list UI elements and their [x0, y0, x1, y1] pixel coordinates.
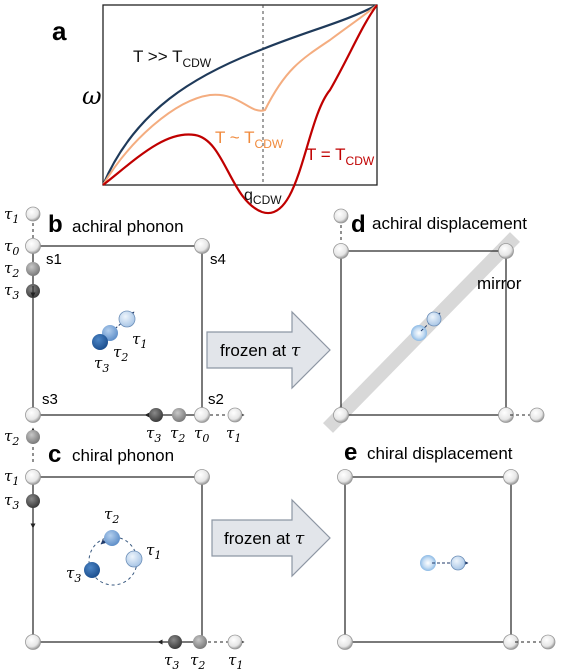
panel-c-letter: c: [48, 441, 61, 468]
s3-atom: [25, 407, 41, 423]
c-bottom-tau1-atom: [227, 634, 243, 650]
panel-b-square: [32, 245, 203, 416]
c-bottom-left-atom: [25, 634, 41, 650]
d-top-right-atom: [498, 243, 514, 259]
d-bottom-right-atom: [498, 407, 514, 423]
s1-tau1-label: τ1: [4, 205, 19, 226]
c-left-tau2-label: τ2: [4, 427, 19, 448]
panel-a-letter: a: [52, 16, 67, 46]
frozen-arrow-top-shape: [206, 310, 331, 390]
e-center-atom: [420, 555, 436, 571]
c-center-tau2-label: τ2: [104, 505, 119, 526]
curve-high-label: T >> TCDW: [133, 47, 212, 70]
panel-e-square: [344, 476, 512, 643]
c-center-tau1-atom: [125, 550, 143, 568]
c-center-tau2-atom: [104, 530, 120, 546]
frozen-arrow-top-label: frozen at τ: [220, 341, 301, 361]
center-tau3-label: τ3: [94, 354, 109, 375]
c-bottom-tau3-label: τ3: [164, 651, 179, 672]
s2-tau0-label: τ0: [194, 424, 209, 445]
s4-atom: [194, 238, 210, 254]
curve-high-temperature: [101, 4, 378, 186]
s2-tau1-label: τ1: [226, 424, 241, 445]
e-center-displaced-atom: [450, 555, 466, 571]
c-center-tau3-atom: [84, 562, 100, 578]
panel-c-square: [32, 476, 203, 643]
e-bottom-right-displaced-atom: [540, 634, 556, 650]
c-bottom-tau3-atom: [168, 635, 182, 649]
s1-tau2-atom: [26, 262, 40, 276]
panel-c-title: chiral phonon: [72, 446, 174, 465]
panel-b-letter: b: [48, 211, 63, 238]
c-bottom-tau2-label: τ2: [190, 651, 205, 672]
d-bottom-left-atom: [333, 407, 349, 423]
s2-tau2-label: τ2: [170, 424, 185, 445]
c-center-tau1-label: τ1: [146, 541, 161, 562]
panel-e: e chiral displacement: [337, 439, 556, 650]
center-tau3-atom: [92, 334, 108, 350]
c-left-tau3-label: τ3: [4, 491, 19, 512]
curve-near-temperature: [102, 4, 378, 186]
s1-tau3-label: τ3: [4, 281, 19, 302]
curve-transition-temperature: [102, 4, 378, 215]
s2-tau2-atom: [172, 408, 186, 422]
c-left-tau2-atom: [26, 430, 40, 444]
d-center-displaced-atom: [426, 311, 442, 327]
panel-c: c chiral phonon τ2 τ1 τ3 τ2 τ1 τ3 τ3 τ2 …: [4, 427, 245, 672]
center-tau2-label: τ2: [113, 343, 128, 364]
site-s4-label: s4: [210, 251, 226, 268]
c-top-right-atom: [194, 469, 210, 485]
c-center-tau3-label: τ3: [66, 564, 81, 585]
d-top-left-displaced-atom: [333, 208, 349, 224]
site-s1-label: s1: [46, 251, 62, 268]
omega-axis-label: ω: [82, 82, 102, 110]
center-tau1-label: τ1: [132, 330, 147, 351]
panel-d-square: [340, 250, 507, 416]
qcdw-label: qCDW: [244, 187, 282, 207]
curve-mid-label: T ~ TCDW: [215, 128, 284, 151]
frozen-arrow-bottom-label: frozen at τ: [224, 529, 305, 549]
e-top-right-atom: [503, 469, 519, 485]
c-bottom-tau2-atom: [193, 635, 207, 649]
frozen-arrow-bottom-shape: [211, 498, 331, 578]
d-top-left-atom: [333, 243, 349, 259]
mirror-label: mirror: [477, 274, 522, 293]
s1-tau0-label: τ0: [4, 237, 19, 258]
s2-tau3-label: τ3: [146, 424, 161, 445]
e-top-left-atom: [337, 469, 353, 485]
panel-d-title: achiral displacement: [372, 214, 527, 233]
panel-e-letter: e: [344, 439, 357, 466]
center-tau1-atom: [118, 310, 136, 328]
c-left-tau3-atom: [26, 494, 40, 508]
s1-tau1-atom: [25, 206, 41, 222]
s2-tau1-atom: [227, 407, 243, 423]
panel-b: b achiral phonon s1 s4 s3 s2 τ1 τ0 τ2 τ3…: [4, 205, 245, 445]
panel-e-title: chiral displacement: [367, 444, 513, 463]
c-left-tau1-label: τ1: [4, 467, 19, 488]
c-left-tau1-atom: [25, 469, 41, 485]
frozen-arrow-bottom: frozen at τ: [211, 498, 331, 578]
d-bottom-right-displaced-atom: [529, 407, 545, 423]
curve-low-label: T = TCDW: [306, 145, 375, 168]
panel-a: a ω T >> TCDW T ~ TCDW T = TCDW qCDW: [52, 4, 378, 215]
e-bottom-left-atom: [337, 634, 353, 650]
panel-b-title: achiral phonon: [72, 217, 184, 236]
panel-a-frame: [102, 4, 378, 186]
s1-tau2-label: τ2: [4, 259, 19, 280]
c-bottom-tau1-label: τ1: [228, 651, 243, 672]
panel-d-letter: d: [351, 211, 366, 238]
site-s2-label: s2: [208, 391, 224, 408]
e-bottom-right-atom: [503, 634, 519, 650]
site-s3-label: s3: [42, 391, 58, 408]
frozen-arrow-top: frozen at τ: [206, 310, 331, 390]
panel-d: d achiral displacement mirror: [322, 208, 545, 433]
s2-tau0-atom: [194, 407, 210, 423]
s1-tau0-atom: [25, 238, 41, 254]
s2-tau3-atom: [149, 408, 163, 422]
